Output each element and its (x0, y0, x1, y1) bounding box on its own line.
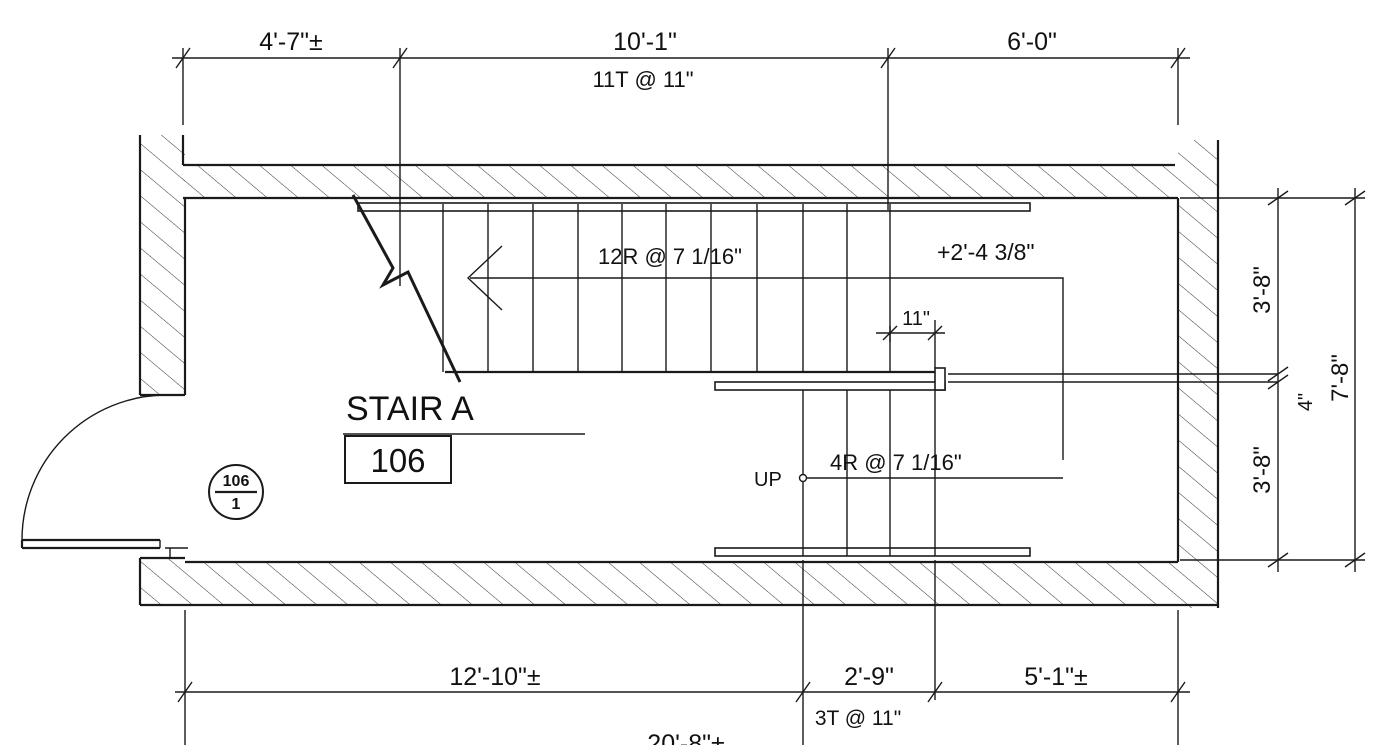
dim-bottom-3: 5'-1"± (1024, 663, 1088, 691)
up-direction-label: UP (754, 469, 782, 491)
lower-riser-label: 4R @ 7 1/16" (830, 450, 962, 475)
dim-right-gap: 4" (1295, 393, 1317, 411)
dim-top-3: 6'-0" (1007, 28, 1057, 56)
landing-elevation-label: +2'-4 3/8" (937, 239, 1035, 265)
upper-flight (351, 194, 1064, 460)
dim-bottom-treads: 3T @ 11" (815, 707, 901, 730)
dim-right-upper: 3'-8" (1249, 266, 1276, 314)
flight-labels: 12R @ 7 1/16" +2'-4 3/8" 4R @ 7 1/16" UP (598, 239, 1035, 491)
dimension-labels: 4'-7"± 10'-1" 6'-0" 11T @ 11" 12'-10"± 2… (259, 28, 1354, 745)
dim-top-1: 4'-7"± (259, 28, 323, 56)
room-number: 106 (370, 442, 425, 479)
lower-flight (714, 390, 1063, 557)
room-tag: STAIR A 106 (344, 390, 474, 484)
dim-right-overall: 7'-8" (1327, 354, 1354, 402)
extension-lines (182, 48, 1365, 745)
walls (138, 135, 1220, 608)
upper-riser-label: 12R @ 7 1/16" (598, 244, 742, 269)
room-name: STAIR A (346, 390, 474, 428)
dim-right-lower: 3'-8" (1249, 446, 1276, 494)
dim-rail-gap: 11" (902, 308, 930, 330)
section-tag-top: 106 (223, 473, 250, 490)
dim-top-2: 10'-1" (613, 28, 677, 56)
section-tag: 106 1 (208, 464, 264, 520)
dim-top-treads: 11T @ 11" (592, 67, 693, 92)
center-handrail (714, 367, 1278, 391)
door (20, 394, 188, 558)
dim-bottom-overall: 20'-8"± (647, 730, 724, 745)
dim-bottom-2: 2'-9" (844, 663, 894, 691)
dim-bottom-1: 12'-10"± (449, 663, 540, 691)
dimension-lines (172, 47, 1366, 703)
section-tag-bottom: 1 (232, 496, 241, 513)
